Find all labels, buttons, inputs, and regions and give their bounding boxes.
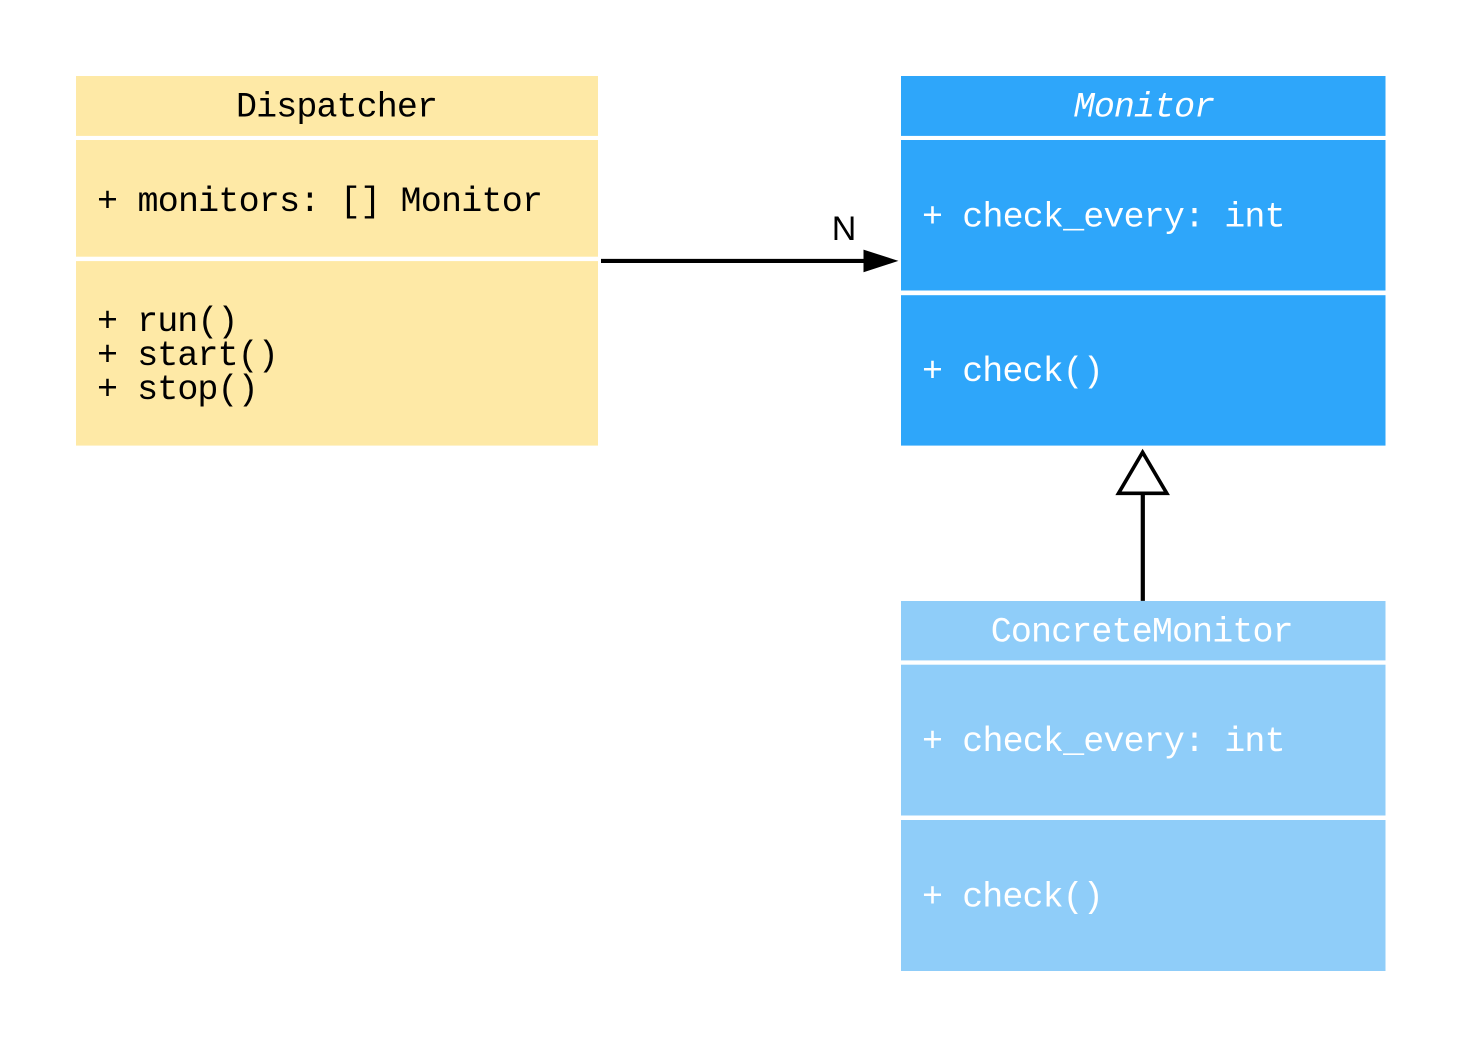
svg-text:+ check(): + check() <box>922 878 1104 918</box>
svg-text:+ stop(): + stop() <box>97 370 259 410</box>
svg-text:ConcreteMonitor: ConcreteMonitor <box>991 613 1294 653</box>
svg-text:+ check(): + check() <box>922 352 1104 392</box>
svg-text:+ start(): + start() <box>97 336 279 376</box>
svg-text:+ check_every: int: + check_every: int <box>922 722 1286 762</box>
svg-text:Dispatcher: Dispatcher <box>236 88 438 128</box>
svg-text:+ run(): + run() <box>97 302 238 342</box>
svg-text:+ monitors: [] Monitor: + monitors: [] Monitor <box>97 182 543 222</box>
svg-text:+ check_every: int: + check_every: int <box>922 197 1286 237</box>
svg-text:Monitor: Monitor <box>1074 88 1215 128</box>
svg-text:N: N <box>832 210 857 248</box>
